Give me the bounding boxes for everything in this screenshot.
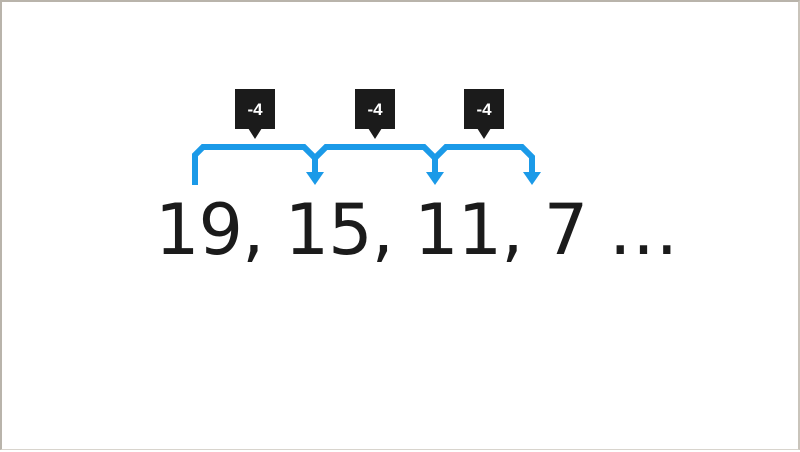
arrowhead-3 bbox=[523, 172, 541, 185]
arrowhead-2 bbox=[426, 172, 444, 185]
step-arrow-2 bbox=[312, 144, 438, 174]
arrowhead-1 bbox=[306, 172, 324, 185]
step-label-1: -4 bbox=[235, 89, 275, 139]
sequence-text: 19, 15, 11, 7 … bbox=[155, 189, 679, 271]
step-arrow-3 bbox=[432, 144, 535, 174]
step-arrow-1 bbox=[192, 144, 318, 185]
step-label-2: -4 bbox=[355, 89, 395, 139]
step-label-3: -4 bbox=[464, 89, 504, 139]
step-label-1-text: -4 bbox=[247, 100, 263, 119]
step-label-2-text: -4 bbox=[367, 100, 383, 119]
step-label-3-text: -4 bbox=[476, 100, 492, 119]
